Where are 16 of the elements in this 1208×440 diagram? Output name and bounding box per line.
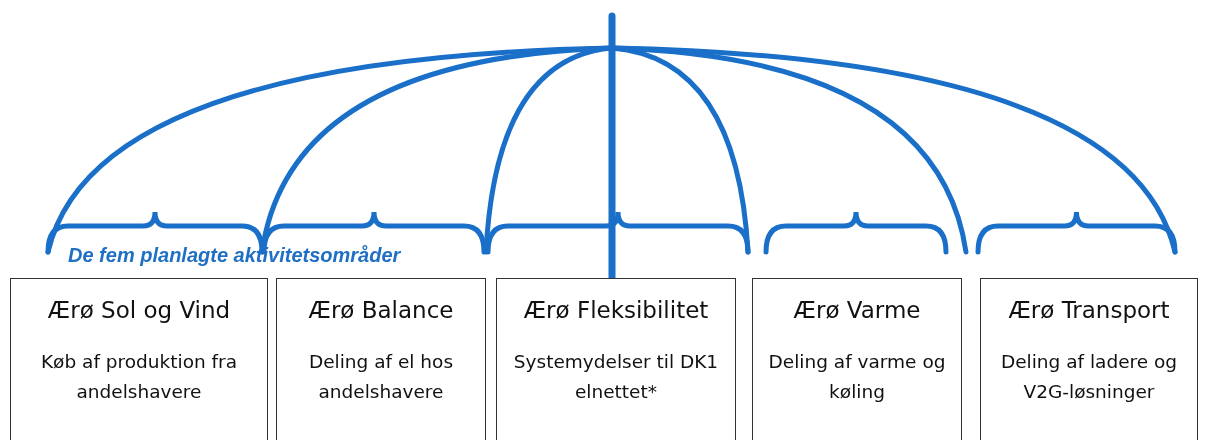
activity-box	[496, 278, 736, 440]
activity-box	[10, 278, 268, 440]
area-title: Ærø Fleksibilitet	[522, 296, 710, 325]
area-description: Deling af varme og køling	[767, 350, 947, 404]
area-title: Ærø Sol og Vind	[46, 296, 232, 325]
activity-box	[980, 278, 1198, 440]
area-description: Deling af ladere og V2G-løsninger	[999, 350, 1179, 404]
area-description: Køb af produktion fra andelshavere	[40, 350, 238, 404]
area-description: Deling af el hos andelshavere	[307, 350, 455, 404]
area-title: Ærø Transport	[1007, 296, 1171, 325]
area-description: Systemydelser til DK1 elnettet*	[512, 350, 720, 404]
area-title: Ærø Balance	[307, 296, 455, 325]
area-title: Ærø Varme	[792, 296, 922, 325]
activity-box	[276, 278, 486, 440]
caption-text: De fem planlagte aktivitetsområder	[68, 244, 401, 267]
activity-box	[752, 278, 962, 440]
